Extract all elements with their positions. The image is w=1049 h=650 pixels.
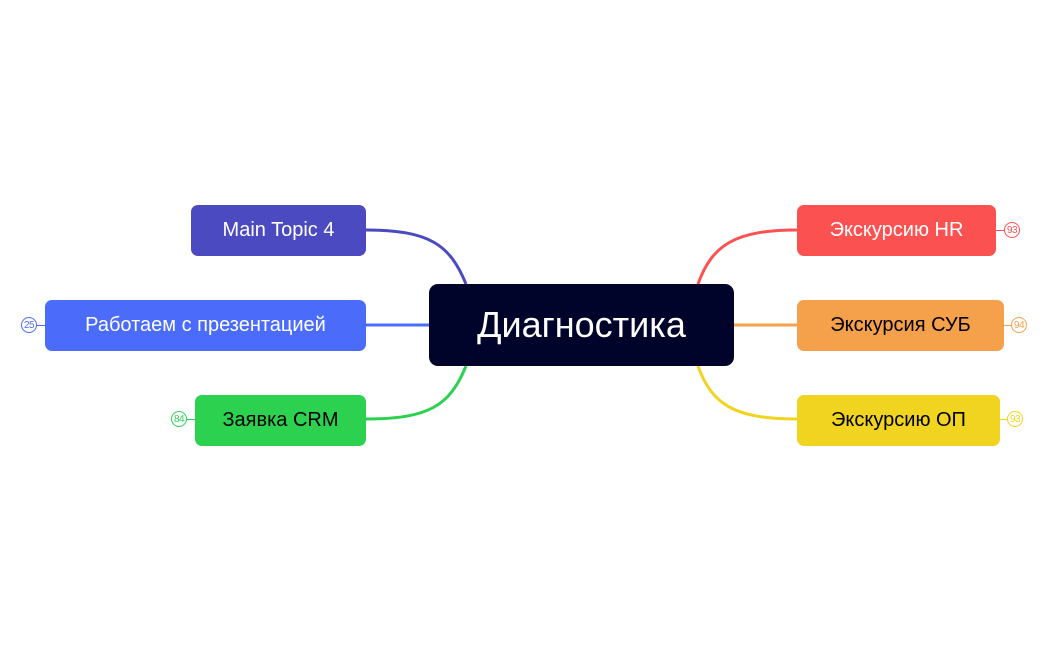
topic-label: Main Topic 4 — [222, 219, 335, 241]
topic-hr[interactable]: Экскурсию HR — [797, 205, 996, 256]
badge-connector — [187, 419, 195, 420]
badge-connector — [996, 230, 1004, 231]
central-topic[interactable]: Диагностика — [429, 284, 734, 366]
count-badge[interactable]: 93 — [1007, 411, 1023, 427]
topic-op[interactable]: Экскурсию ОП — [797, 395, 1000, 446]
connector-main-topic-4 — [365, 228, 468, 285]
topic-label: Экскурсию ОП — [831, 409, 966, 431]
topic-main-topic-4[interactable]: Main Topic 4 — [191, 205, 366, 256]
topic-presentation[interactable]: Работаем с презентацией — [45, 300, 366, 351]
count-badge[interactable]: 84 — [171, 411, 187, 427]
connector-crm — [365, 365, 468, 421]
central-topic-label: Диагностика — [477, 304, 686, 345]
connector-op — [696, 365, 798, 421]
topic-crm[interactable]: Заявка CRM — [195, 395, 366, 446]
count-badge[interactable]: 94 — [1011, 317, 1027, 333]
connector-hr — [696, 228, 798, 285]
topic-label: Заявка CRM — [222, 409, 339, 431]
badge-connector — [1000, 419, 1007, 420]
topic-sub[interactable]: Экскурсия СУБ — [797, 300, 1004, 351]
topic-label: Работаем с презентацией — [85, 314, 326, 336]
topic-label: Экскурсию HR — [829, 219, 964, 241]
count-badge[interactable]: 93 — [1004, 222, 1020, 238]
badge-connector — [1004, 325, 1011, 326]
badge-connector — [37, 325, 45, 326]
count-badge[interactable]: 25 — [21, 317, 37, 333]
topic-label: Экскурсия СУБ — [830, 314, 971, 336]
